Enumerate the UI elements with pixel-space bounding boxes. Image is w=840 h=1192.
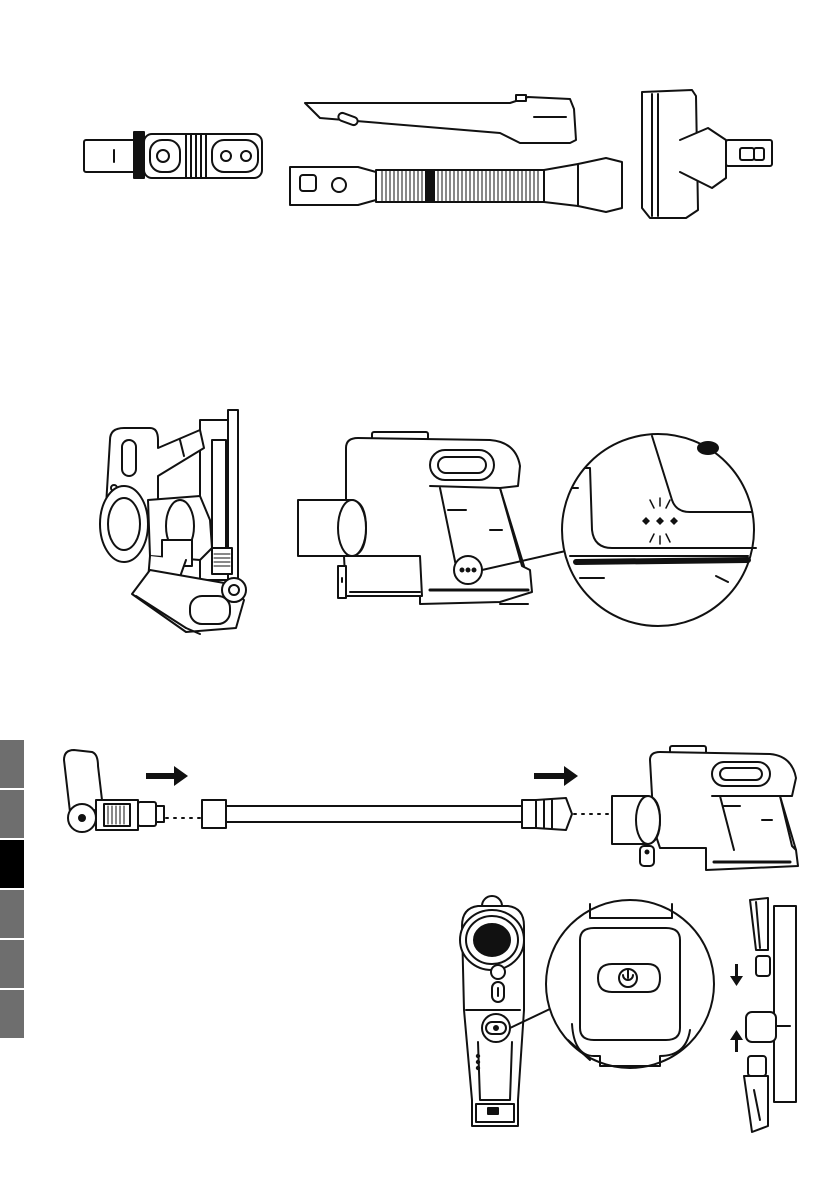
arrow-up-icon bbox=[730, 1030, 743, 1052]
vacuum-body-assembly bbox=[612, 746, 798, 870]
vacuum-standing-view bbox=[100, 410, 246, 634]
power-icon bbox=[619, 969, 637, 987]
arrow-right-icon bbox=[146, 766, 188, 786]
crevice-attach-sequence bbox=[744, 898, 796, 1132]
crevice-tool bbox=[305, 95, 576, 143]
vacuum-top-view bbox=[460, 896, 552, 1126]
arrow-right-icon bbox=[534, 766, 578, 786]
power-button-zoom bbox=[546, 900, 714, 1068]
floor-brush-head bbox=[64, 750, 164, 832]
led-indicator-zoom bbox=[562, 434, 756, 626]
flexible-hose bbox=[290, 158, 622, 212]
arrow-down-icon bbox=[730, 964, 743, 986]
extension-tube bbox=[202, 798, 572, 830]
mini-brush-head bbox=[642, 90, 772, 218]
adapter-accessory bbox=[84, 132, 262, 178]
vacuum-body-side-view bbox=[298, 432, 570, 604]
